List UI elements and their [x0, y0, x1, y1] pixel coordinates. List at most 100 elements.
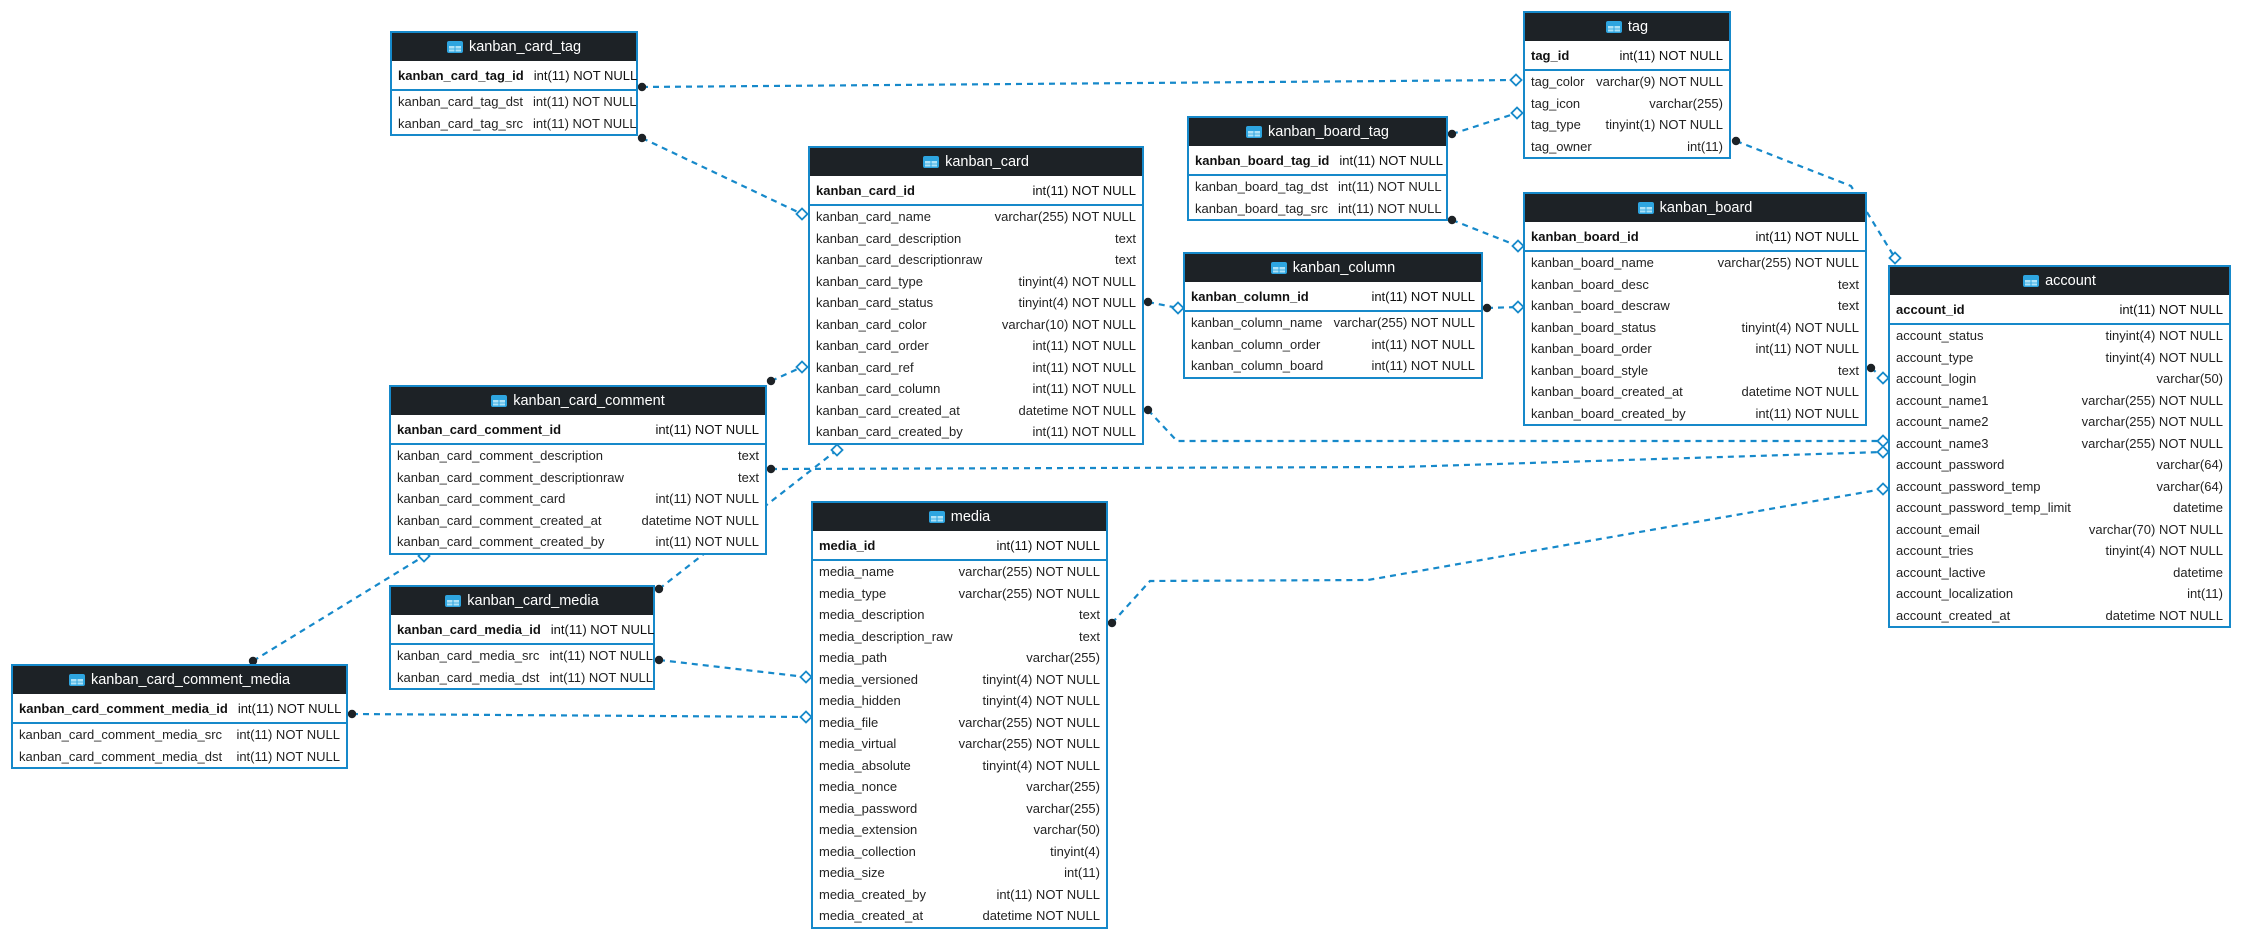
table-header-account[interactable]: account: [1890, 267, 2229, 295]
table-header-tag[interactable]: tag: [1525, 13, 1729, 41]
relation-tag-account[interactable]: [1731, 136, 1902, 265]
relation-kanban_card_comment-account[interactable]: [766, 445, 1890, 474]
table-header-kanban_board_tag[interactable]: kanban_board_tag: [1189, 118, 1446, 146]
relation-kanban_card_media-media[interactable]: [654, 655, 813, 684]
table-header-media[interactable]: media: [813, 503, 1106, 531]
relation-media-account[interactable]: [1107, 482, 1890, 628]
table-header-kanban_card[interactable]: kanban_card: [810, 148, 1142, 176]
relation-kanban_board-account[interactable]: [1866, 363, 1890, 385]
table-header-kanban_card_tag[interactable]: kanban_card_tag: [392, 33, 636, 61]
table-header-kanban_card_comment_media[interactable]: kanban_card_comment_media: [13, 666, 346, 694]
relation-kanban_card-account[interactable]: [1143, 405, 1890, 448]
table-header-kanban_card_media[interactable]: kanban_card_media: [391, 587, 653, 615]
relation-kanban_board_tag-tag[interactable]: [1447, 106, 1524, 139]
table-header-kanban_board[interactable]: kanban_board: [1525, 194, 1865, 222]
relation-kanban_card_comment_media-media[interactable]: [347, 709, 813, 724]
relation-kanban_card-kanban_column[interactable]: [1143, 297, 1185, 315]
relation-kanban_card_comment-kanban_card[interactable]: [766, 360, 809, 386]
relation-kanban_card_tag-kanban_card[interactable]: [637, 133, 809, 221]
relation-kanban_board_tag-kanban_board[interactable]: [1447, 215, 1525, 253]
relation-kanban_card_tag-tag[interactable]: [637, 73, 1523, 92]
relation-kanban_column-kanban_board[interactable]: [1482, 300, 1525, 314]
table-header-kanban_column[interactable]: kanban_column: [1185, 254, 1481, 282]
